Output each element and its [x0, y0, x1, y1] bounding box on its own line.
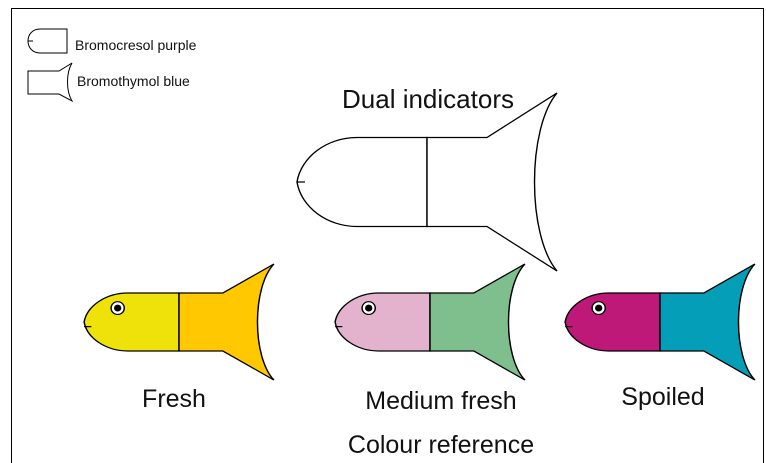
pupil-icon [595, 305, 602, 312]
fresh-tail [179, 264, 274, 380]
fish-label-spoiled: Spoiled [621, 383, 704, 411]
spoiled-head [565, 293, 660, 351]
legend-item-bromocresol: Bromocresol purple [28, 29, 197, 53]
fish-label-medium-fresh: Medium fresh [365, 387, 516, 415]
legend-label-bromothymol: Bromothymol blue [77, 73, 190, 89]
dual-indicator-fish [297, 93, 557, 271]
tail-segment-icon [28, 63, 72, 101]
medium-fresh-head [335, 293, 430, 351]
fish-fresh [84, 264, 274, 380]
legend-label-bromocresol: Bromocresol purple [75, 37, 197, 53]
tail-segment [427, 93, 557, 271]
head-segment-icon [28, 29, 67, 53]
legend-item-bromothymol: Bromothymol blue [28, 63, 190, 101]
legend: Bromocresol purple Bromothymol blue [28, 29, 197, 101]
medium-fresh-tail [430, 264, 525, 380]
diagram-title: Dual indicators [342, 84, 514, 114]
fish-label-fresh: Fresh [142, 385, 206, 413]
head-segment [297, 138, 427, 227]
pupil-icon [365, 305, 372, 312]
pupil-icon [114, 305, 121, 312]
fresh-head [84, 293, 179, 351]
fish-medium-fresh [335, 264, 525, 380]
spoiled-tail [660, 264, 755, 380]
fish-spoiled [565, 264, 755, 380]
reference-title: Colour reference [348, 431, 534, 459]
